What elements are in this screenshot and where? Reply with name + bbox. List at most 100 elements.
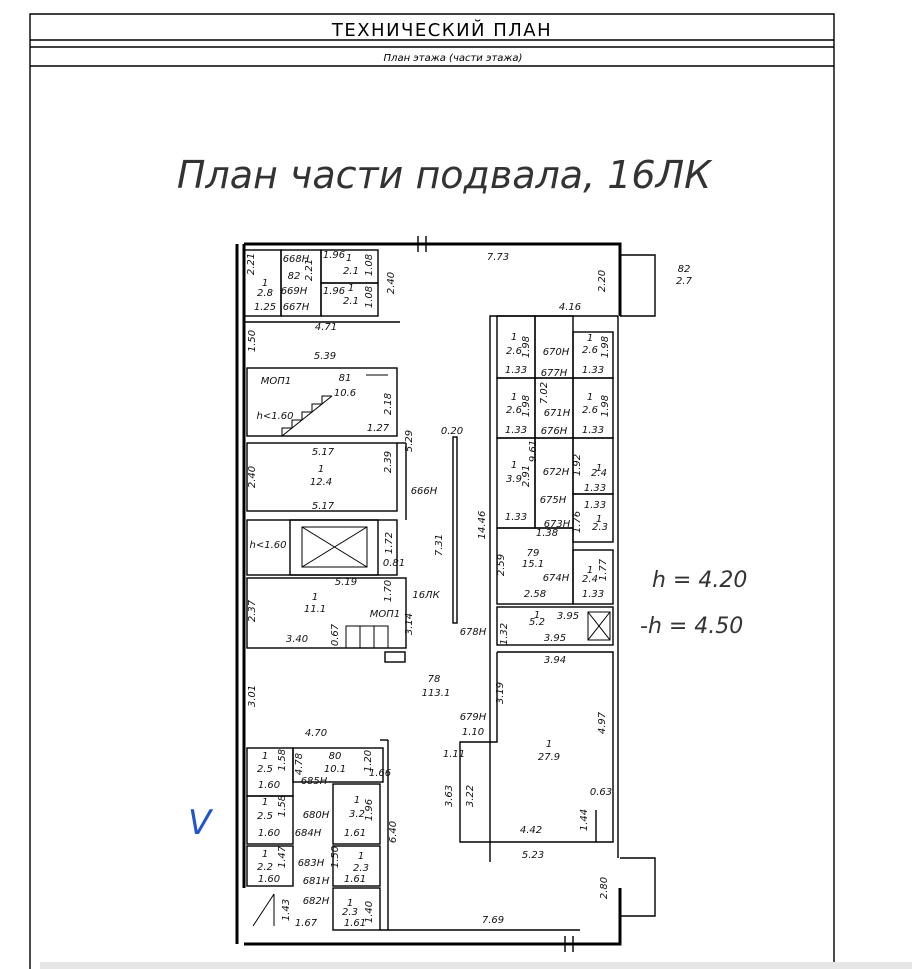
plan-label: 1 bbox=[358, 851, 364, 862]
plan-label: 1 bbox=[318, 464, 324, 475]
plan-label: 2.6 bbox=[506, 405, 522, 416]
plan-label: 1 bbox=[262, 278, 268, 289]
plan-label: 5.39 bbox=[314, 351, 336, 362]
plan-label: 680Н bbox=[303, 810, 330, 821]
plan-label: 4.71 bbox=[315, 322, 337, 333]
plan-label: 1 bbox=[587, 392, 593, 403]
plan-label: 1 bbox=[511, 460, 517, 471]
plan-label: 1.58 bbox=[277, 795, 288, 817]
plan-label: 1.50 bbox=[330, 846, 341, 868]
plan-label: 2.3 bbox=[353, 863, 369, 874]
plan-label: 1 bbox=[511, 392, 517, 403]
plan-label: 7.31 bbox=[434, 534, 445, 556]
plan-label: 2.1 bbox=[343, 296, 359, 307]
plan-label: 1.60 bbox=[258, 874, 280, 885]
plan-label: 2.20 bbox=[597, 270, 608, 292]
plan-label: 2.80 bbox=[599, 877, 610, 899]
plan-label: 0.81 bbox=[383, 558, 405, 569]
plan-label: 667Н bbox=[283, 302, 310, 313]
plan-label: 4.97 bbox=[597, 711, 608, 734]
plan-label: 3.95 bbox=[557, 611, 579, 622]
plan-label: 1 bbox=[347, 898, 353, 909]
plan-label: 1.33 bbox=[582, 589, 604, 600]
plan-label: 2.6 bbox=[582, 405, 598, 416]
plan-label: 679Н bbox=[460, 712, 487, 723]
plan-label: 1 bbox=[262, 849, 268, 860]
plan-label: 1.10 bbox=[462, 727, 484, 738]
plan-label: 2.18 bbox=[383, 393, 394, 415]
plan-label: 79 bbox=[527, 548, 540, 559]
plan-label: 673Н bbox=[544, 519, 571, 530]
plan-label: 113.1 bbox=[422, 688, 451, 699]
plan-label: 1 bbox=[596, 463, 602, 474]
building-walls bbox=[235, 236, 656, 952]
plan-label: 2.40 bbox=[386, 272, 397, 294]
plan-label: h<1.60 bbox=[257, 411, 294, 422]
plan-label: 0.67 bbox=[330, 623, 341, 646]
plan-label: 15.1 bbox=[522, 559, 544, 570]
plan-label: 11.1 bbox=[304, 604, 326, 615]
plan-label: 1 bbox=[596, 514, 602, 525]
plan-label: 3.94 bbox=[544, 655, 566, 666]
plan-label: 1.96 bbox=[323, 250, 345, 261]
plan-label: МОП1 bbox=[261, 376, 291, 387]
plan-label: 1 bbox=[534, 610, 540, 621]
plan-label: 2.91 bbox=[521, 465, 532, 487]
plan-label: 1.98 bbox=[521, 395, 532, 417]
plan-label: 2.59 bbox=[496, 554, 507, 576]
plan-label: 12.4 bbox=[310, 477, 332, 488]
plan-label: 2.7 bbox=[676, 276, 693, 287]
plan-label: 16ЛК bbox=[412, 590, 440, 601]
plan-label: 1.70 bbox=[383, 580, 394, 602]
plan-label: 0.63 bbox=[590, 787, 612, 798]
plan-label: 676Н bbox=[541, 426, 568, 437]
plan-label: 1.60 bbox=[258, 780, 280, 791]
plan-label: 7.73 bbox=[487, 252, 509, 263]
plan-label: 1.32 bbox=[499, 623, 510, 645]
plan-label: 684Н bbox=[295, 828, 322, 839]
plan-label: 685Н bbox=[301, 776, 328, 787]
plan-label: 7.69 bbox=[482, 915, 504, 926]
plan-label: 1 bbox=[546, 739, 552, 750]
bottom-scroll-strip bbox=[40, 962, 912, 969]
height-label: h = 4.20 bbox=[652, 568, 747, 593]
plan-label: 1.08 bbox=[364, 254, 375, 276]
plan-label: 1.61 bbox=[344, 874, 366, 885]
plan-label: 82 bbox=[288, 271, 301, 282]
plan-label: 5.17 bbox=[312, 501, 335, 512]
plan-label: 3.22 bbox=[465, 785, 476, 807]
plan-label: 1.33 bbox=[582, 425, 604, 436]
plan-label: 5.19 bbox=[335, 577, 357, 588]
plan-label: 2.58 bbox=[524, 589, 546, 600]
plan-label: 10.6 bbox=[334, 388, 356, 399]
plan-label: 1.27 bbox=[367, 423, 390, 434]
plan-label: 669Н bbox=[281, 286, 308, 297]
plan-label: 1.33 bbox=[584, 483, 606, 494]
plan-label: 1.11 bbox=[443, 749, 465, 760]
plan-label: 675Н bbox=[540, 495, 567, 506]
plan-label: 3.2 bbox=[349, 809, 365, 820]
plan-label: 1.92 bbox=[572, 454, 583, 476]
plan-label: 3.01 bbox=[247, 685, 258, 707]
plan-label: 2.3 bbox=[342, 907, 358, 918]
plan-label: 1.20 bbox=[363, 750, 374, 772]
plan-label: 2.4 bbox=[582, 574, 598, 585]
plan-label: 2.39 bbox=[383, 451, 394, 473]
plan-label: 4.70 bbox=[305, 728, 327, 739]
plan-label: 2.37 bbox=[247, 599, 258, 622]
plan-label: 5.23 bbox=[522, 850, 544, 861]
plan-label: 2.8 bbox=[257, 288, 273, 299]
plan-label: 1 bbox=[511, 332, 517, 343]
plan-label: 5.2 bbox=[529, 617, 545, 628]
plan-label: 2.40 bbox=[247, 466, 258, 488]
plan-label: 2.3 bbox=[592, 522, 608, 533]
plan-label: 1.08 bbox=[364, 286, 375, 308]
plan-label: 3.95 bbox=[544, 633, 566, 644]
plan-label: 1.76 bbox=[572, 511, 583, 533]
plan-label: 677Н bbox=[541, 368, 568, 379]
plan-label: 3.9 bbox=[506, 474, 522, 485]
plan-label: 1 bbox=[262, 751, 268, 762]
plan-label: 27.9 bbox=[538, 752, 560, 763]
